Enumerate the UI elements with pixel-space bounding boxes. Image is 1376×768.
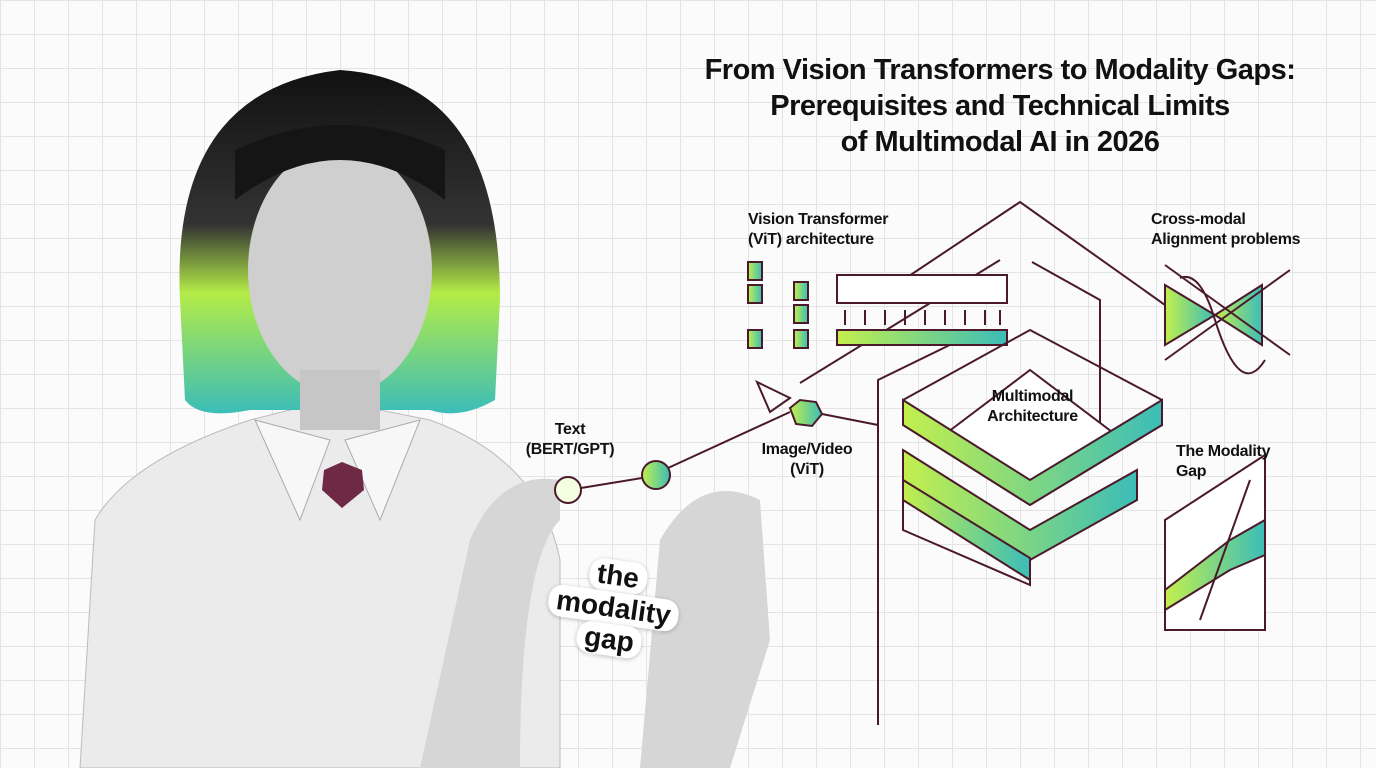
vit-label-line: (ViT) architecture: [748, 231, 874, 248]
image-node: [641, 460, 671, 490]
modality-gap-label-line: The Modality: [1176, 443, 1271, 460]
title-line-2: Prerequisites and Technical Limits: [770, 90, 1230, 122]
woman-figure: [79, 70, 770, 768]
vit-label: Vision Transformer (ViT) architecture: [748, 210, 888, 250]
title-line-1: From Vision Transformers to Modality Gap…: [704, 54, 1296, 86]
cross-modal-label-line: Alignment problems: [1151, 231, 1301, 248]
image-video-label: Image/Video (ViT): [752, 440, 862, 480]
multimodal-label-line: Architecture: [987, 408, 1078, 425]
modality-gap-label-line: Gap: [1176, 463, 1207, 480]
multimodal-label-line: Multimodal: [991, 388, 1074, 405]
cross-modal-label: Cross-modal Alignment problems: [1151, 210, 1301, 250]
text-node: [554, 476, 582, 504]
text-label-line: Text: [554, 421, 586, 438]
vit-label-line: Vision Transformer: [748, 211, 889, 228]
multimodal-label: Multimodal Architecture: [975, 387, 1090, 427]
text-label: Text (BERT/GPT): [520, 420, 620, 460]
page-title: From Vision Transformers to Modality Gap…: [640, 52, 1360, 160]
modality-gap-sticker: the modality gap: [542, 551, 685, 664]
image-video-label-line: (ViT): [790, 461, 824, 478]
architecture-diagram: [747, 200, 1291, 725]
text-label-line: (BERT/GPT): [525, 441, 615, 458]
image-video-label-line: Image/Video: [761, 441, 853, 458]
rose-pin-icon: [322, 462, 364, 508]
modality-gap-label: The Modality Gap: [1176, 442, 1270, 482]
title-line-3: of Multimodal AI in 2026: [840, 126, 1160, 158]
cross-modal-label-line: Cross-modal: [1151, 211, 1246, 228]
